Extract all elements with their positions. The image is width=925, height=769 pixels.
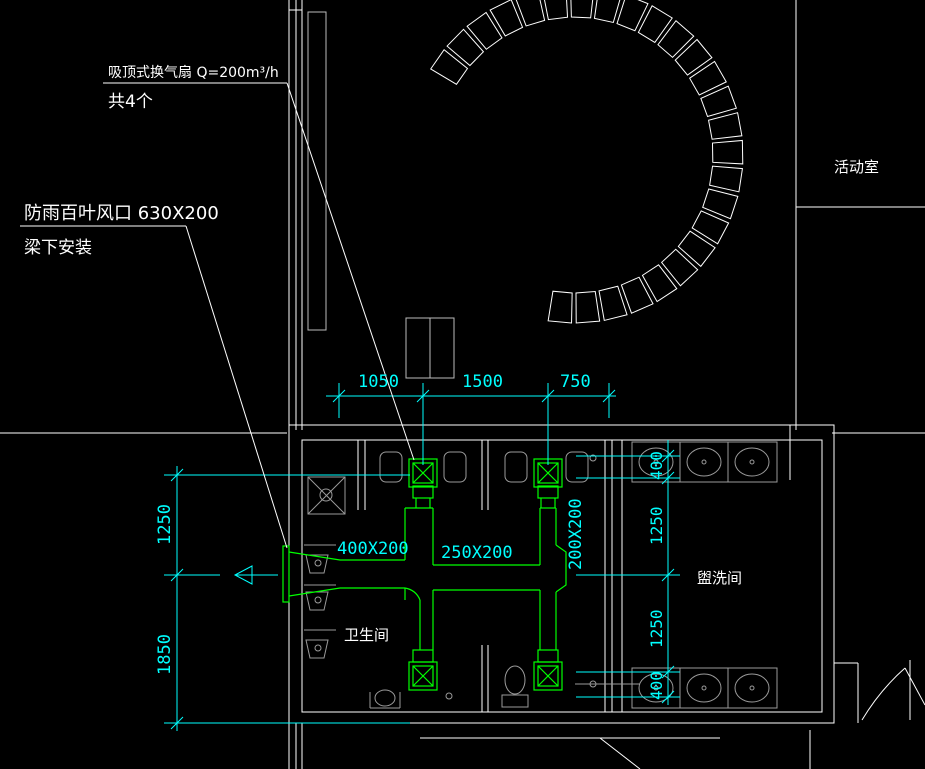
seat-segment — [702, 188, 739, 220]
dim-left-2: 1850 — [155, 634, 175, 675]
seat-segment — [515, 0, 546, 27]
duct-size-main: 400X200 — [337, 539, 409, 559]
dim-right-1: 400 — [647, 451, 666, 480]
toilet-icon — [369, 665, 529, 709]
seat-segment — [489, 0, 524, 37]
duct-size-branch-v: 200X200 — [566, 498, 586, 570]
floor-drain-icon — [307, 476, 346, 515]
seat-segment — [620, 276, 654, 314]
louver-label: 防雨百叶风口 630X200 — [24, 203, 219, 224]
seat-segment — [593, 0, 621, 24]
dim-left-1: 1250 — [155, 504, 175, 545]
seat-segment — [674, 38, 713, 76]
dim-right-2: 1250 — [647, 506, 666, 545]
seat-segment — [707, 112, 743, 140]
seat-segment — [641, 264, 678, 303]
seat-segment — [446, 28, 485, 67]
seat-segment — [466, 11, 503, 50]
fan-count: 共4个 — [108, 92, 153, 112]
seat-segment — [637, 5, 673, 44]
seat-segment — [544, 0, 569, 21]
seat-segment — [547, 290, 573, 324]
seat-segment — [691, 210, 730, 245]
dim-top-3: 750 — [560, 372, 591, 392]
room-label-activity: 活动室 — [834, 158, 879, 176]
seat-segment — [429, 48, 469, 86]
seat-segment — [709, 165, 744, 193]
sink-icon — [631, 441, 778, 483]
dimension-lines — [164, 383, 680, 731]
ductwork — [282, 458, 567, 691]
seat-segment — [575, 290, 601, 324]
fan-label: 吸顶式换气扇 Q=200m³/h — [108, 64, 279, 81]
seat-segment — [570, 0, 594, 19]
room-label-toilet: 卫生间 — [344, 626, 389, 644]
exhaust-fan-icon — [533, 661, 563, 691]
louver-note: 梁下安装 — [24, 238, 92, 258]
exhaust-fan-icon — [408, 661, 438, 691]
cabinet — [405, 317, 455, 379]
leader-lines — [20, 82, 415, 549]
seat-segment — [688, 60, 727, 96]
toilet-icon — [379, 451, 589, 483]
seat-segment — [660, 248, 699, 287]
dim-right-4: 400 — [647, 671, 666, 700]
room-label-washroom: 盥洗间 — [697, 569, 742, 587]
urinal-icon — [304, 544, 336, 659]
airflow-arrow-icon — [233, 565, 278, 585]
duct-size-branch-h: 250X200 — [441, 543, 513, 563]
arc-seating — [429, 0, 744, 324]
seat-segment — [657, 20, 695, 59]
seat-segment — [616, 0, 649, 32]
dim-right-3: 1250 — [647, 609, 666, 648]
dim-top-2: 1500 — [462, 372, 503, 392]
dim-top-1: 1050 — [358, 372, 399, 392]
seat-segment — [711, 139, 744, 165]
sink-icon — [631, 667, 778, 709]
plumbing-fixtures — [304, 441, 778, 709]
seat-segment — [700, 85, 737, 118]
seat-segment — [598, 285, 628, 322]
seat-segment — [677, 230, 716, 268]
